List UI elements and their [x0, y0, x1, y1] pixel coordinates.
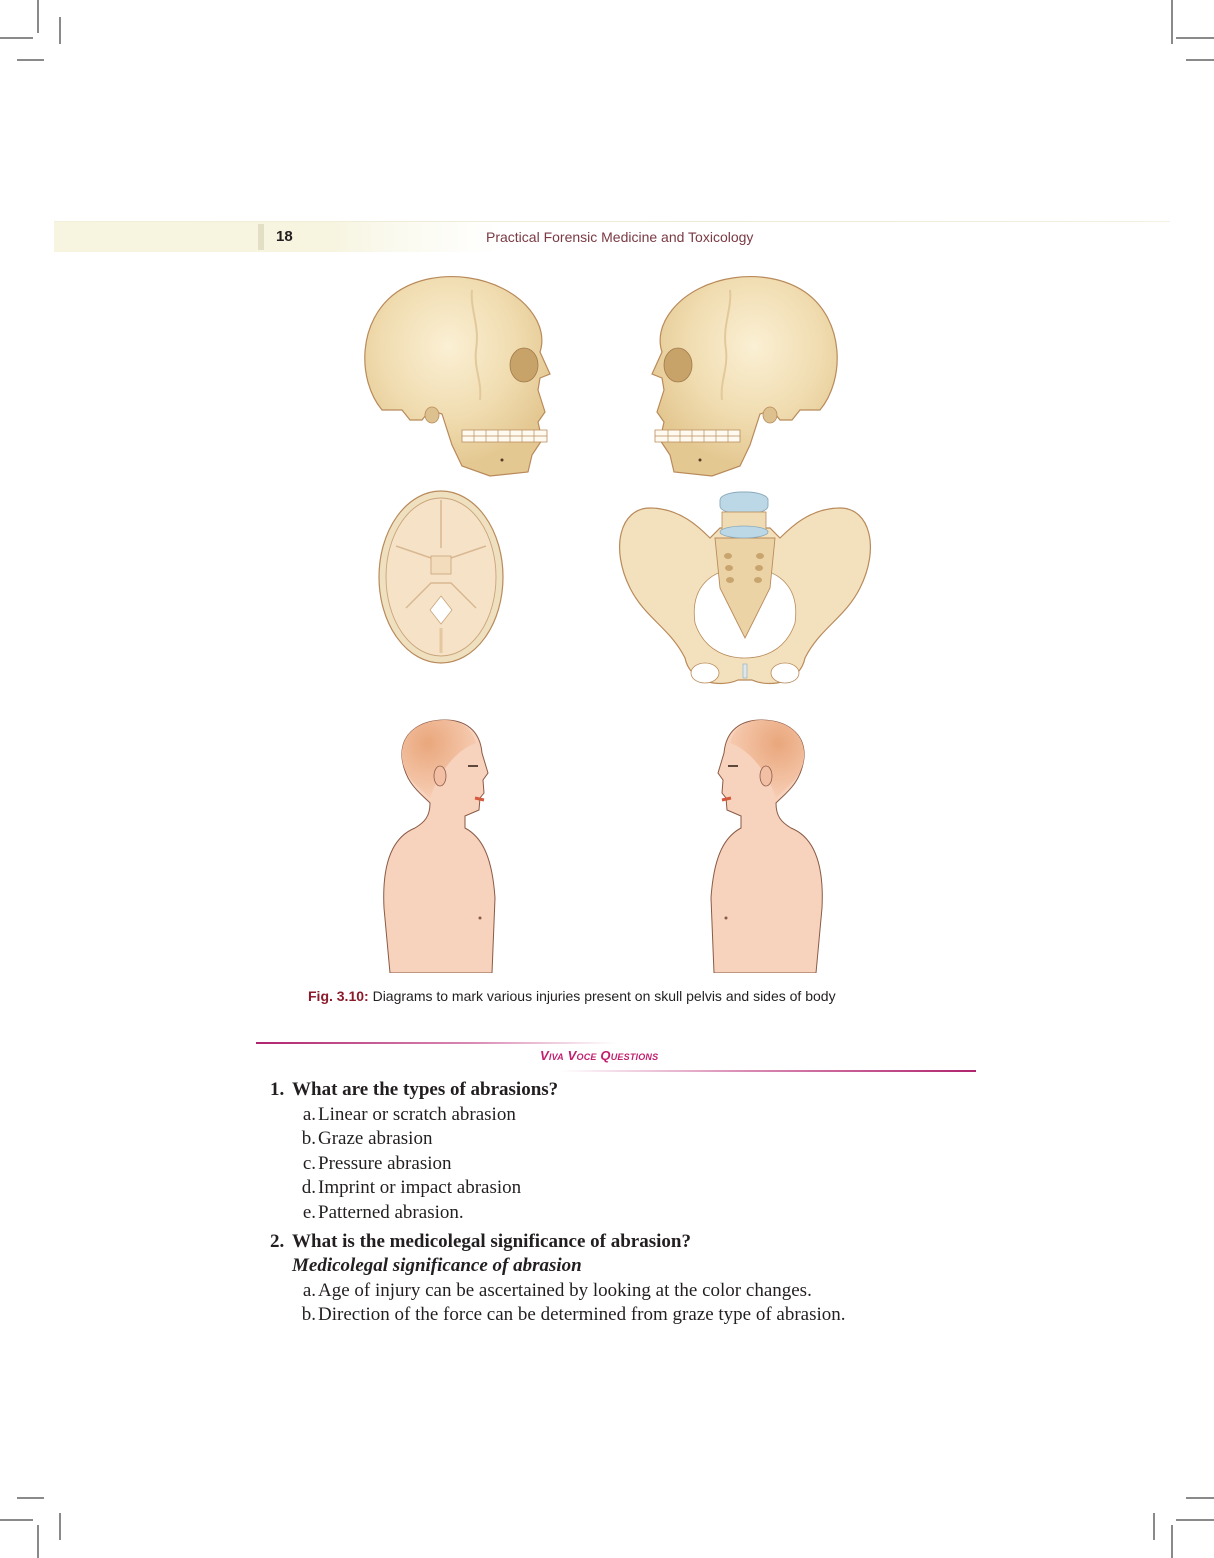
crop-mark	[1176, 1519, 1214, 1521]
answer-subheading: Medicolegal significance of abrasion	[292, 1255, 582, 1277]
crop-mark	[1171, 0, 1173, 44]
crop-mark	[59, 1513, 61, 1540]
question-1: 1.What are the types of abrasions?	[270, 1079, 559, 1100]
crop-mark	[0, 1519, 33, 1521]
crop-mark	[1186, 59, 1214, 61]
crop-mark	[17, 1497, 44, 1499]
answer-item: c.Pressure abrasion	[302, 1152, 452, 1174]
question-list: 1.What are the types of abrasions? a.Lin…	[270, 1078, 970, 1328]
figure-caption-text: Diagrams to mark various injuries presen…	[368, 988, 836, 1004]
crop-mark	[1153, 1513, 1155, 1540]
section-title: Viva Voce Questions	[540, 1048, 659, 1063]
page-number: 18	[276, 228, 293, 245]
answer-item: d.Imprint or impact abrasion	[301, 1177, 522, 1199]
answer-item: b.Graze abrasion	[301, 1128, 433, 1150]
answer-item: a.Age of injury can be ascertained by lo…	[302, 1279, 812, 1301]
crop-mark	[1171, 1525, 1173, 1558]
answer-item: b.Direction of the force can be determin…	[301, 1304, 846, 1326]
answer-item: a.Linear or scratch abrasion	[302, 1103, 516, 1125]
crop-mark	[59, 17, 61, 44]
body-profile-right-icon	[383, 719, 496, 973]
question-2: 2.What is the medicolegal significance o…	[270, 1230, 691, 1252]
crop-mark	[1176, 37, 1214, 39]
skull-lateral-right-icon	[364, 275, 551, 477]
crop-mark	[0, 37, 33, 39]
figure-3-10	[340, 262, 900, 977]
running-title: Practical Forensic Medicine and Toxicolo…	[486, 229, 754, 245]
figure-label: Fig. 3.10:	[308, 988, 369, 1004]
running-header	[54, 222, 1170, 252]
crop-mark	[37, 0, 39, 33]
section-rule-top	[256, 1042, 616, 1044]
body-profile-left-icon	[710, 719, 823, 973]
skull-lateral-left-icon	[651, 275, 838, 477]
section-rule-bottom	[560, 1070, 976, 1072]
crop-mark	[37, 1525, 39, 1558]
pelvis-icon	[619, 491, 871, 685]
crop-mark	[17, 59, 44, 61]
crop-mark	[1186, 1497, 1214, 1499]
figure-caption: Fig. 3.10: Diagrams to mark various inju…	[308, 988, 836, 1004]
page-number-bar	[258, 224, 264, 250]
skull-base-icon	[378, 490, 504, 664]
answer-item: e.Patterned abrasion.	[302, 1201, 464, 1223]
